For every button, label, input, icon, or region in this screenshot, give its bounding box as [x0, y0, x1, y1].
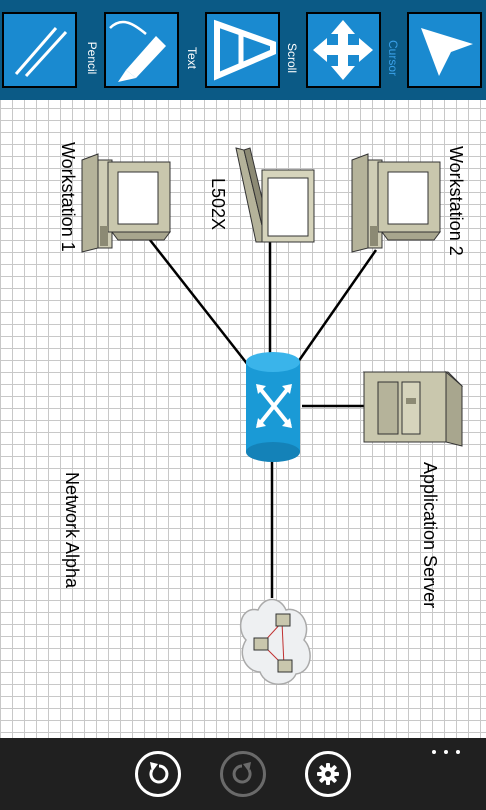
- redo-button[interactable]: [220, 751, 266, 797]
- scroll-label: Scroll: [285, 42, 299, 73]
- workstation-1-label: Workstation 1: [58, 142, 78, 252]
- connections: [149, 239, 378, 598]
- pencil-icon: [109, 20, 166, 82]
- line-tool-icon: [14, 27, 68, 78]
- network-diagram: [81, 147, 464, 685]
- text-label: Text: [185, 46, 199, 69]
- cursor-tool-button[interactable]: [407, 12, 482, 88]
- link-workstation2: [296, 249, 378, 363]
- move-arrows-icon: [313, 20, 373, 80]
- cursor-label: Cursor: [386, 39, 400, 76]
- text-tool-button[interactable]: [205, 12, 280, 88]
- cursor-arrow-icon: [421, 28, 473, 76]
- ellipsis-icon: [432, 750, 436, 754]
- workstation-1-icon[interactable]: [81, 153, 171, 253]
- pencil-label: Pencil: [85, 41, 99, 75]
- pencil-tool-button[interactable]: [104, 12, 179, 88]
- undo-icon: [149, 762, 169, 784]
- scroll-tool-button[interactable]: [306, 12, 381, 88]
- settings-button[interactable]: [305, 751, 351, 797]
- server-icon[interactable]: [362, 370, 464, 447]
- drawing-canvas[interactable]: Workstation 1 L502X Workstation 2 Applic…: [0, 100, 486, 738]
- laptop-icon[interactable]: [235, 147, 315, 243]
- redo-icon: [232, 762, 252, 784]
- gear-icon: [317, 763, 339, 785]
- app-bar: [0, 738, 486, 810]
- more-options-button[interactable]: [430, 746, 464, 760]
- laptop-label: L502X: [208, 178, 228, 231]
- workstation-2-icon[interactable]: [351, 153, 441, 253]
- text-icon: [214, 19, 276, 81]
- diagram-title: Network Alpha: [62, 472, 82, 589]
- network-cloud-icon[interactable]: [239, 598, 311, 685]
- router-icon[interactable]: [246, 352, 300, 462]
- toolbar: Pencil Text Scroll Cursor: [0, 0, 486, 100]
- undo-button[interactable]: [135, 751, 181, 797]
- workstation-2-label: Workstation 2: [446, 146, 466, 256]
- link-workstation1: [149, 239, 253, 371]
- draw-tool-button[interactable]: [2, 12, 77, 88]
- server-label: Application Server: [420, 462, 440, 609]
